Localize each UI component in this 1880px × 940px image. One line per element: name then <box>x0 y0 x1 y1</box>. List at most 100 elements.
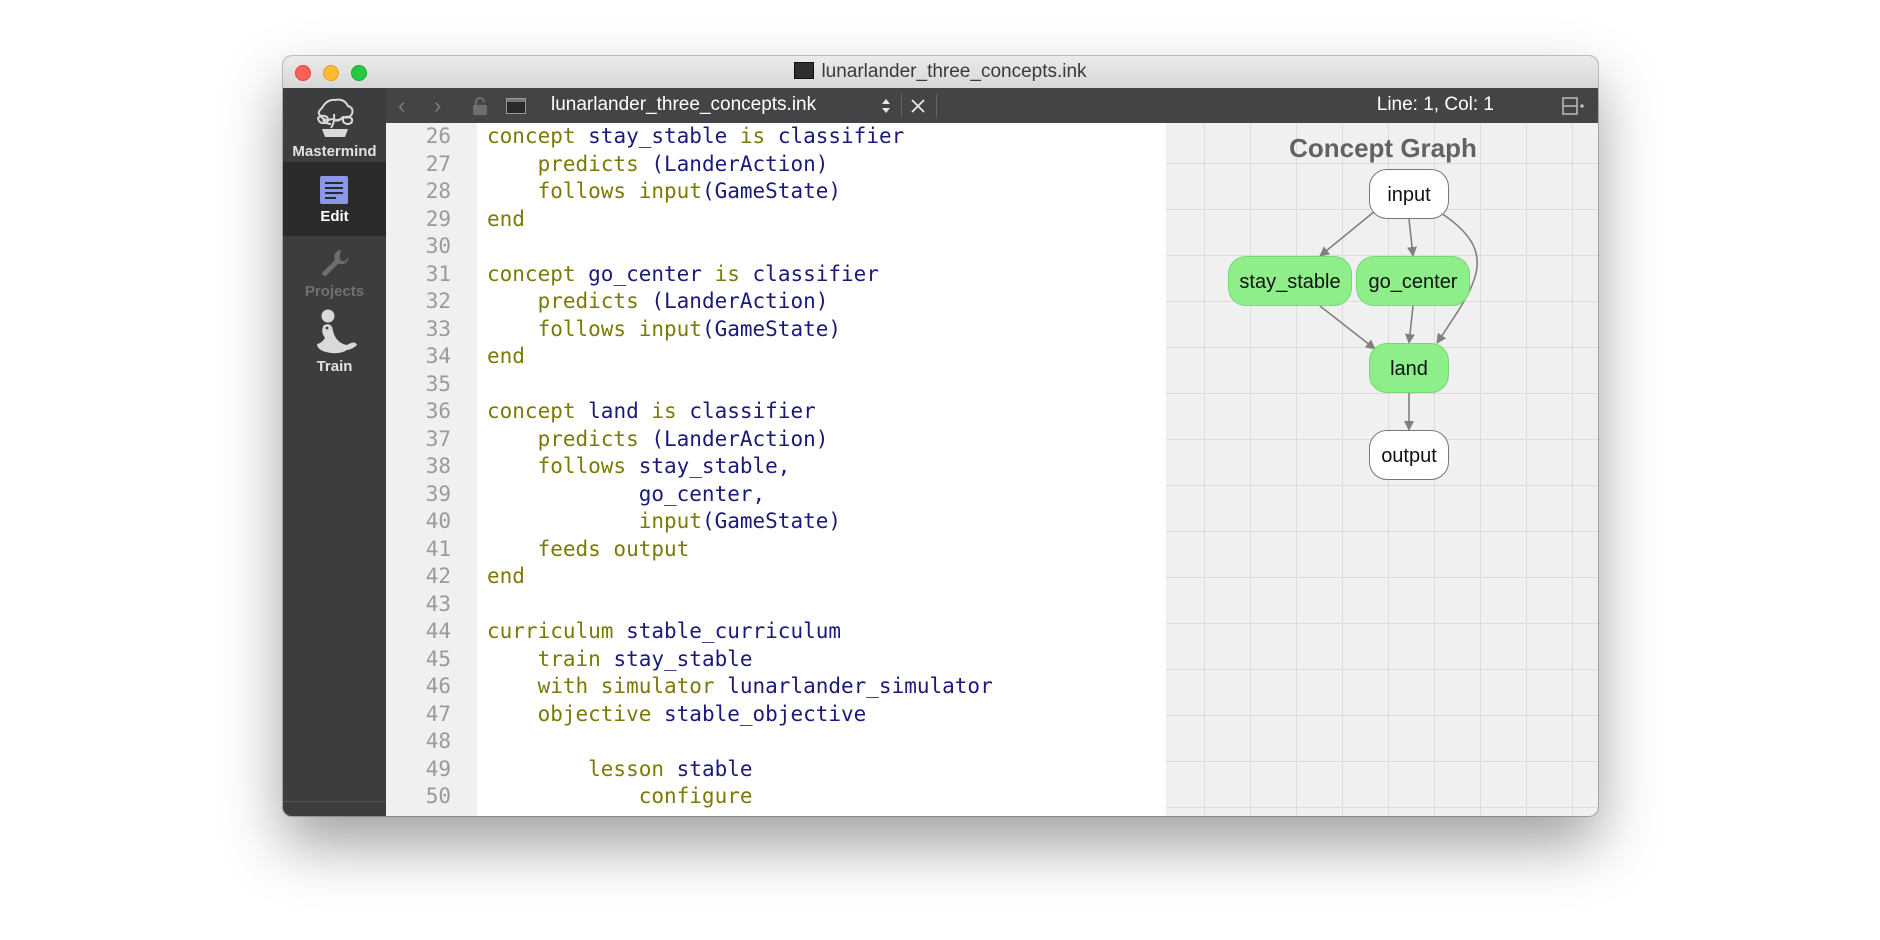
code-keyword: with simulator <box>487 674 728 698</box>
code-identifier: (LanderAction) <box>651 151 829 176</box>
line-number: 26 <box>425 124 451 148</box>
code-keyword: follows <box>487 316 639 341</box>
minimize-window-button[interactable] <box>323 65 339 81</box>
sidebar-item-projects[interactable]: Projects <box>283 237 386 311</box>
code-keyword: is <box>714 261 753 286</box>
line-number: 41 <box>425 536 451 561</box>
code-line: configure <box>487 783 753 810</box>
line-number: 34 <box>425 344 451 368</box>
code-line: feeds output <box>487 536 690 563</box>
sidebar-item-edit[interactable]: Edit <box>283 162 386 236</box>
code-keyword: end <box>487 564 525 588</box>
code-editor[interactable]: concept stay_stable is classifier predic… <box>477 123 1166 816</box>
line-number: 35 <box>425 371 451 396</box>
toolbar-separator <box>901 94 902 117</box>
sidebar-item-train[interactable]: Train <box>283 309 386 386</box>
code-identifier: (GameState) <box>701 179 842 203</box>
file-icon <box>506 98 526 114</box>
title-bar: lunarlander_three_concepts.ink <box>283 56 1598 89</box>
code-line: follows input(GameState) <box>487 316 841 343</box>
code-keyword: input <box>487 509 702 533</box>
code-identifier: stable_curriculum <box>626 619 842 643</box>
graph-node-land[interactable]: land <box>1369 343 1449 393</box>
code-line: predicts (LanderAction) <box>487 151 829 178</box>
stepper-arrows-icon[interactable] <box>880 97 892 115</box>
line-number: 30 <box>425 234 451 258</box>
sidebar-divider <box>283 801 386 802</box>
window-title-text: lunarlander_three_concepts.ink <box>821 61 1087 82</box>
code-line: predicts (LanderAction) <box>487 288 829 315</box>
concept-graph-edges <box>1319 210 1479 431</box>
code-keyword: input <box>638 316 702 341</box>
sidebar-label-mastermind: Mastermind <box>292 143 377 160</box>
edge-input-to-land <box>1436 212 1479 344</box>
edge-stay_stable-to-land <box>1319 305 1376 350</box>
code-identifier: lunarlander_simulator <box>727 674 993 698</box>
terminal-file-icon <box>794 62 815 79</box>
code-keyword: lesson <box>487 756 677 781</box>
code-keyword: predicts <box>487 151 652 176</box>
close-window-button[interactable] <box>295 65 311 81</box>
forward-arrow-icon[interactable]: › <box>434 93 442 118</box>
code-keyword: is <box>739 124 778 148</box>
line-number: 31 <box>425 261 451 286</box>
graph-node-stay-stable[interactable]: stay_stable <box>1228 256 1352 306</box>
code-identifier: stable_objective <box>664 701 867 726</box>
code-line: end <box>487 206 525 233</box>
sidebar-item-mastermind[interactable]: Mastermind <box>283 88 386 162</box>
app-window: lunarlander_three_concepts.ink Mastermin… <box>283 56 1598 816</box>
zoom-window-button[interactable] <box>351 65 367 81</box>
window-title: lunarlander_three_concepts.ink <box>283 56 1598 88</box>
line-number: 27 <box>425 151 451 176</box>
code-keyword: concept <box>487 399 589 423</box>
sidebar: Mastermind Edit Projects T <box>283 88 386 816</box>
split-view-icon[interactable] <box>1562 97 1584 115</box>
code-keyword: train <box>487 646 614 671</box>
code-line: follows input(GameState) <box>487 178 841 205</box>
concept-graph-title: Concept Graph <box>1289 133 1477 163</box>
code-line: go_center, <box>487 481 765 508</box>
toolbar-separator-2 <box>936 94 937 117</box>
wrench-icon <box>322 250 349 276</box>
line-number: 48 <box>425 729 451 753</box>
line-number: 46 <box>425 674 451 698</box>
code-line: predicts (LanderAction) <box>487 426 829 453</box>
code-identifier: classifier <box>689 399 816 423</box>
graph-node-output[interactable]: output <box>1369 430 1449 480</box>
code-keyword: curriculum <box>487 619 627 643</box>
back-arrow-icon[interactable]: ‹ <box>398 93 406 118</box>
graph-node-input[interactable]: input <box>1369 169 1449 219</box>
code-keyword: predicts <box>487 426 652 451</box>
edge-input-to-stay_stable <box>1319 210 1376 257</box>
edge-go_center-to-land <box>1404 305 1415 344</box>
line-number: 42 <box>425 564 451 588</box>
line-number: 49 <box>425 756 451 781</box>
code-identifier: (LanderAction) <box>651 426 829 451</box>
code-identifier: stay_stable, <box>638 454 791 478</box>
lock-icon[interactable] <box>472 97 488 115</box>
tab-filename[interactable]: lunarlander_three_concepts.ink <box>551 94 817 115</box>
code-keyword: end <box>487 206 525 231</box>
code-line: end <box>487 563 525 590</box>
close-icon[interactable] <box>910 98 926 114</box>
code-identifier: (GameState) <box>701 316 842 341</box>
code-line: concept go_center is classifier <box>487 261 879 288</box>
graph-node-go-center[interactable]: go_center <box>1356 256 1470 306</box>
seal-with-ball-icon <box>317 309 357 354</box>
code-line: end <box>487 343 525 370</box>
code-line: concept land is classifier <box>487 398 816 425</box>
code-keyword: follows <box>487 454 639 478</box>
code-keyword: objective <box>487 701 665 726</box>
code-identifier: land <box>588 399 652 423</box>
code-line: objective stable_objective <box>487 701 867 728</box>
line-number: 32 <box>425 289 451 313</box>
sidebar-label-edit: Edit <box>320 208 349 225</box>
code-identifier: classifier <box>752 261 879 286</box>
line-number: 40 <box>425 509 451 533</box>
code-keyword: feeds output <box>487 536 690 561</box>
code-line: curriculum stable_curriculum <box>487 618 841 645</box>
code-identifier: stable <box>676 756 753 781</box>
line-number: 37 <box>425 426 451 451</box>
